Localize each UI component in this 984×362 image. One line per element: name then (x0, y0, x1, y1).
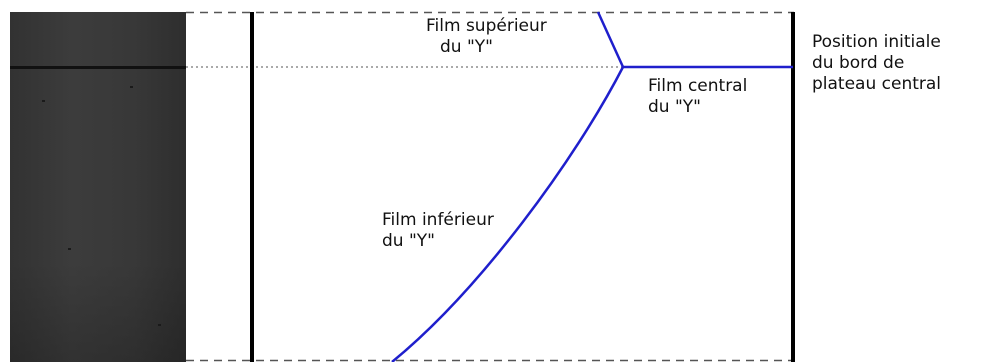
initial-position-label-line3: plateau central (812, 74, 941, 95)
upper-film-label-line1: Film supérieur (426, 16, 547, 37)
upper-film-label: Film supérieur du "Y" (426, 16, 547, 58)
upper-film (598, 12, 623, 67)
central-film-label-line1: Film central (648, 76, 747, 97)
central-film-label: Film central du "Y" (648, 76, 747, 118)
initial-position-label-line2: du bord de (812, 53, 941, 74)
upper-film-label-line2: du "Y" (426, 37, 547, 58)
lower-film-label-line2: du "Y" (382, 231, 494, 252)
lower-film-label: Film inférieur du "Y" (382, 210, 494, 252)
central-film-label-line2: du "Y" (648, 97, 747, 118)
lower-film-label-line1: Film inférieur (382, 210, 494, 231)
initial-position-label-line1: Position initiale (812, 32, 941, 53)
initial-position-label: Position initiale du bord de plateau cen… (812, 32, 941, 95)
